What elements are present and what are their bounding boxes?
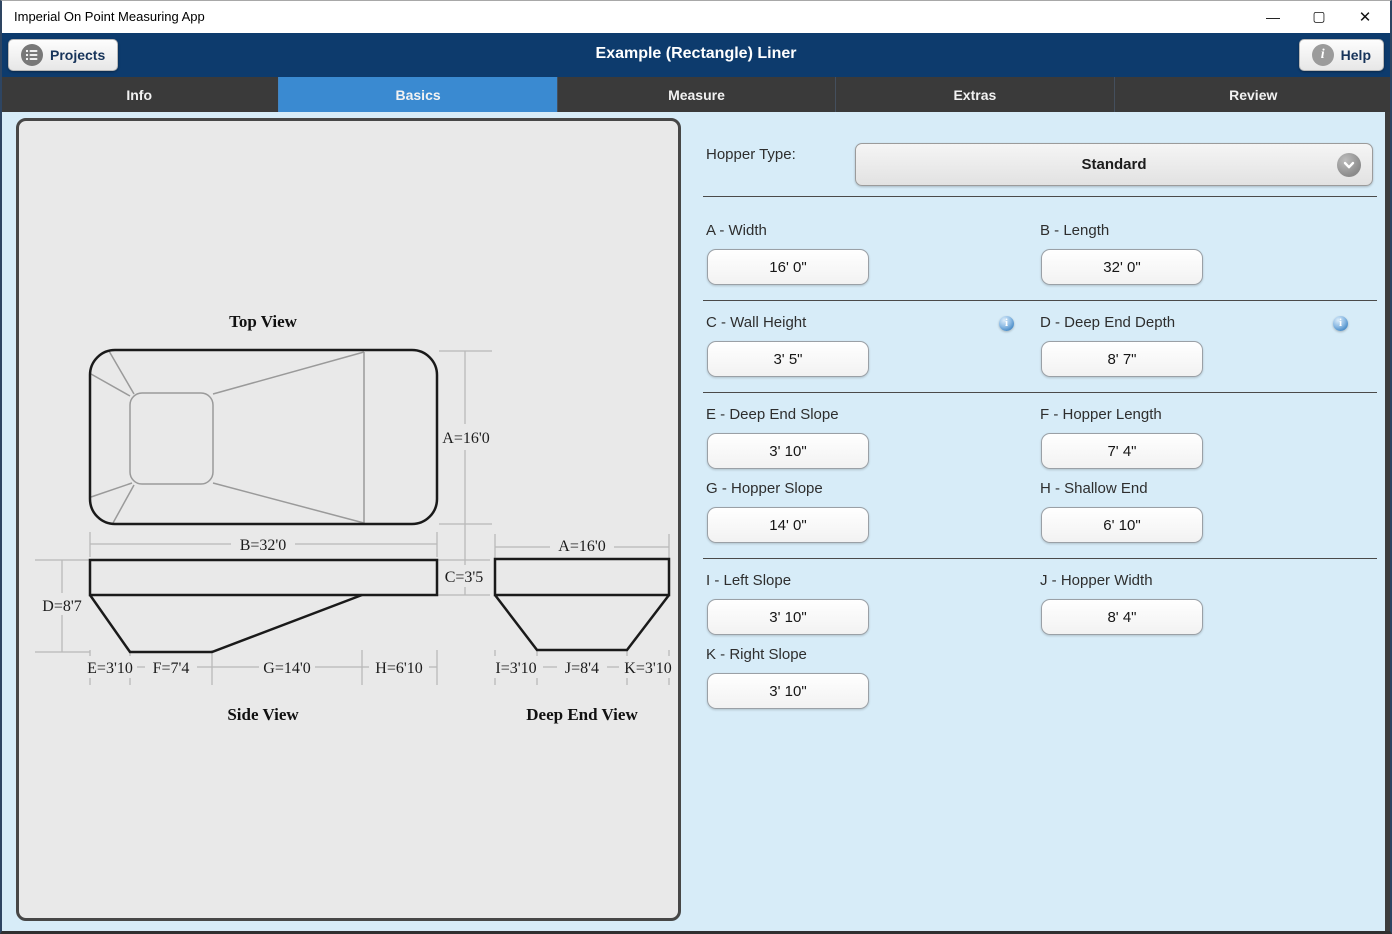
- field-i-input[interactable]: [707, 599, 869, 635]
- hopper-type-dropdown[interactable]: Standard: [855, 143, 1373, 186]
- top-view-title: Top View: [229, 312, 298, 331]
- dim-c: C=3'5: [445, 569, 484, 586]
- field-k-label: K - Right Slope: [706, 646, 807, 663]
- tab-info[interactable]: Info: [126, 86, 153, 103]
- dim-g: G=14'0: [263, 660, 310, 677]
- tab-measure[interactable]: Measure: [556, 77, 835, 112]
- projects-button-label: Projects: [50, 47, 106, 63]
- pool-diagram: Top View Side View Deep End View A=16'0 …: [34, 312, 677, 724]
- tab-bar: Info Basics Measure Extras Review: [0, 77, 1392, 112]
- separator: [703, 392, 1377, 393]
- field-b-input[interactable]: [1041, 249, 1203, 285]
- field-j-input[interactable]: [1041, 599, 1203, 635]
- dim-k: K=3'10: [624, 660, 671, 677]
- deep-end-view-title: Deep End View: [526, 705, 638, 724]
- pool-diagram-panel: Top View Side View Deep End View A=16'0 …: [16, 118, 681, 921]
- maximize-button[interactable]: ▢: [1312, 8, 1326, 24]
- help-info-icon: i: [1311, 44, 1334, 66]
- tab-basics[interactable]: Basics: [278, 77, 557, 112]
- dim-e: E=3'10: [87, 660, 133, 677]
- hopper-type-value: Standard: [1081, 156, 1147, 173]
- dim-a-deep: A=16'0: [558, 538, 605, 555]
- field-f-label: F - Hopper Length: [1040, 406, 1162, 423]
- separator: [703, 300, 1377, 301]
- field-a-input[interactable]: [707, 249, 869, 285]
- field-g-input[interactable]: [707, 507, 869, 543]
- page-title: Example (Rectangle) Liner: [595, 45, 797, 62]
- separator: [703, 196, 1377, 197]
- dim-h: H=6'10: [375, 660, 422, 677]
- titlebar: Imperial On Point Measuring App — ▢ ✕: [0, 0, 1392, 33]
- minimize-button[interactable]: —: [1266, 8, 1280, 25]
- field-c-input[interactable]: [707, 341, 869, 377]
- field-d-label: D - Deep End Depth: [1040, 314, 1176, 331]
- dim-f: F=7'4: [153, 660, 190, 677]
- field-j-label: J - Hopper Width: [1040, 572, 1153, 589]
- tab-extras[interactable]: Extras: [835, 77, 1113, 112]
- projects-button[interactable]: Projects: [8, 39, 119, 71]
- field-h-label: H - Shallow End: [1040, 480, 1148, 497]
- projects-list-icon: [21, 44, 43, 66]
- content-area: Top View Side View Deep End View A=16'0 …: [0, 112, 1392, 934]
- field-c-label: C - Wall Height: [706, 314, 807, 331]
- close-button[interactable]: ✕: [1358, 8, 1372, 26]
- help-button[interactable]: i Help: [1298, 39, 1384, 71]
- dim-j: J=8'4: [565, 660, 599, 677]
- chevron-down-icon: [1337, 153, 1361, 177]
- wall-height-info-icon[interactable]: i: [999, 316, 1014, 331]
- field-g-label: G - Hopper Slope: [706, 480, 823, 497]
- field-k-input[interactable]: [707, 673, 869, 709]
- window-title: Imperial On Point Measuring App: [14, 9, 205, 24]
- tab-review[interactable]: Review: [1113, 77, 1392, 112]
- window-controls: — ▢ ✕: [1250, 0, 1388, 33]
- field-h-input[interactable]: [1041, 507, 1203, 543]
- hopper-type-label: Hopper Type:: [706, 146, 796, 163]
- field-e-label: E - Deep End Slope: [706, 406, 839, 423]
- dim-d: D=8'7: [42, 598, 81, 615]
- scrollbar[interactable]: [1385, 112, 1390, 931]
- field-f-input[interactable]: [1041, 433, 1203, 469]
- app-header: Projects Example (Rectangle) Liner i Hel…: [0, 33, 1392, 77]
- field-b-label: B - Length: [1040, 222, 1110, 239]
- field-e-input[interactable]: [707, 433, 869, 469]
- dim-i: I=3'10: [495, 660, 536, 677]
- deep-end-depth-info-icon[interactable]: i: [1333, 316, 1348, 331]
- help-button-label: Help: [1340, 47, 1371, 63]
- dim-a-top: A=16'0: [442, 430, 489, 447]
- field-a-label: A - Width: [706, 222, 767, 239]
- field-d-input[interactable]: [1041, 341, 1203, 377]
- field-i-label: I - Left Slope: [706, 572, 792, 589]
- separator: [703, 558, 1377, 559]
- side-view-title: Side View: [227, 705, 299, 724]
- dim-b: B=32'0: [240, 537, 287, 554]
